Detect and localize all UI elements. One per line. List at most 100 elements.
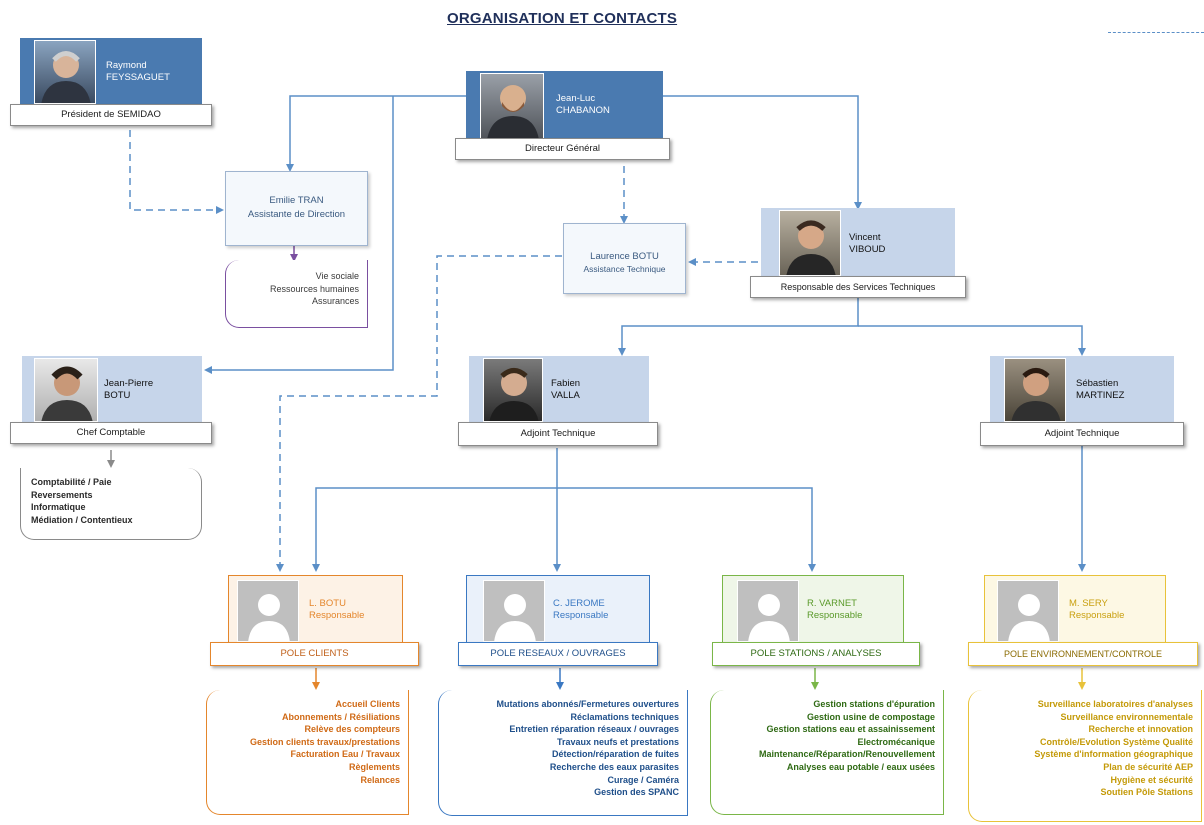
- assistant-tech-box: Laurence BOTU Assistance Technique: [563, 223, 686, 294]
- adjoint2-first-name: Sébastien: [1076, 378, 1119, 389]
- adjoint1-role: Adjoint Technique: [458, 422, 658, 446]
- task-item: Règlements: [348, 761, 400, 772]
- tech-head-role: Responsable des Services Techniques: [750, 276, 966, 298]
- president-last-name: FEYSSAGUET: [106, 72, 170, 83]
- pole-clients-tasks: Accueil Clients Abonnements / Résiliatio…: [206, 690, 409, 815]
- pole-stations-manager-name: R. VARNET: [807, 598, 857, 609]
- placeholder-avatar-icon: [237, 580, 299, 642]
- adjoint1-photo: [483, 358, 543, 422]
- task-item: Hygiène et sécurité: [1110, 774, 1193, 785]
- director-card: Jean-Luc CHABANON: [466, 71, 663, 141]
- task-item: Travaux neufs et prestations: [556, 736, 679, 747]
- pole-reseaux-manager-name: C. JEROME: [553, 598, 605, 609]
- pole-stations-card: R. VARNET Responsable: [722, 575, 904, 647]
- task-item: Mutations abonnés/Fermetures ouvertures: [496, 699, 679, 709]
- pole-env-manager-role: Responsable: [1069, 610, 1125, 621]
- task-item: Curage / Caméra: [607, 774, 679, 785]
- task-item: Vie sociale: [315, 271, 359, 281]
- task-item: Soutien Pôle Stations: [1100, 787, 1193, 798]
- director-role: Directeur Général: [455, 138, 670, 160]
- task-item: Plan de sécurité AEP: [1103, 761, 1193, 772]
- assistant-tech-role: Assistance Technique: [583, 264, 666, 274]
- tech-head-first-name: Vincent: [849, 232, 881, 243]
- adjoint1-first-name: Fabien: [551, 378, 581, 389]
- pole-clients-label: POLE CLIENTS: [210, 642, 419, 666]
- pole-clients-manager-role: Responsable: [309, 610, 365, 621]
- top-divider: [1108, 32, 1204, 33]
- pole-stations-label: POLE STATIONS / ANALYSES: [712, 642, 920, 666]
- assistant-direction-box: Emilie TRAN Assistante de Direction: [225, 171, 368, 246]
- pole-reseaux-manager-role: Responsable: [553, 610, 609, 621]
- accountant-last-name: BOTU: [104, 390, 131, 401]
- director-photo: [480, 73, 544, 139]
- tech-head-photo: [779, 210, 841, 276]
- task-item: Ressources humaines: [269, 283, 359, 294]
- pole-reseaux-label: POLE RESEAUX / OUVRAGES: [458, 642, 658, 666]
- task-item: Surveillance environnementale: [1060, 711, 1193, 722]
- pole-reseaux-card: C. JEROME Responsable: [466, 575, 650, 647]
- tech-head-last-name: VIBOUD: [849, 244, 886, 255]
- assistant-direction-name: Emilie TRAN: [269, 195, 324, 206]
- task-item: Comptabilité / Paie: [31, 477, 112, 487]
- task-item: Reversements: [31, 489, 93, 500]
- director-last-name: CHABANON: [556, 105, 610, 116]
- adjoint2-photo: [1004, 358, 1066, 422]
- task-item: Gestion usine de compostage: [806, 711, 935, 722]
- president-first-name: Raymond: [106, 60, 147, 71]
- assistant-direction-role: Assistante de Direction: [247, 209, 346, 220]
- task-item: Relances: [360, 774, 400, 785]
- task-item: Maintenance/Réparation/Renouvellement: [758, 749, 935, 760]
- task-item: Surveillance laboratoires d'analyses: [1037, 699, 1193, 709]
- adjoint1-card: Fabien VALLA: [469, 356, 649, 424]
- task-item: Abonnements / Résiliations: [281, 711, 400, 722]
- task-item: Gestion clients travaux/prestations: [249, 736, 400, 747]
- accountant-role: Chef Comptable: [10, 422, 212, 444]
- assistant-direction-tasks: Vie sociale Ressources humaines Assuranc…: [225, 260, 368, 328]
- assistant-tech-name: Laurence BOTU: [590, 251, 659, 262]
- president-photo: [34, 40, 96, 104]
- task-item: Assurances: [311, 296, 359, 307]
- task-item: Relève des compteurs: [304, 724, 400, 735]
- adjoint2-last-name: MARTINEZ: [1076, 390, 1125, 401]
- pole-clients-card: L. BOTU Responsable: [228, 575, 403, 647]
- task-item: Recherche des eaux parasites: [549, 761, 679, 772]
- task-item: Facturation Eau / Travaux: [290, 749, 400, 760]
- task-item: Détection/réparation de fuites: [551, 749, 679, 760]
- placeholder-avatar-icon: [483, 580, 545, 642]
- pole-env-label: POLE ENVIRONNEMENT/CONTROLE: [968, 642, 1198, 666]
- president-role: Président de SEMIDAO: [10, 104, 212, 126]
- task-item: Gestion stations eau et assainissement: [766, 724, 935, 735]
- accountant-card: Jean-Pierre BOTU: [22, 356, 202, 424]
- pole-env-tasks: Surveillance laboratoires d'analyses Sur…: [968, 690, 1202, 822]
- task-item: Analyses eau potable / eaux usées: [786, 761, 935, 772]
- accountant-tasks: Comptabilité / Paie Reversements Informa…: [20, 468, 202, 540]
- task-item: Médiation / Contentieux: [31, 514, 133, 525]
- task-item: Electromécanique: [857, 736, 935, 747]
- task-item: Gestion stations d'épuration: [813, 699, 935, 709]
- pole-reseaux-tasks: Mutations abonnés/Fermetures ouvertures …: [438, 690, 688, 816]
- pole-stations-manager-role: Responsable: [807, 610, 863, 621]
- adjoint2-role: Adjoint Technique: [980, 422, 1184, 446]
- tech-head-card: Vincent VIBOUD: [761, 208, 955, 278]
- placeholder-avatar-icon: [997, 580, 1059, 642]
- task-item: Accueil Clients: [335, 699, 400, 709]
- pole-env-manager-name: M. SERY: [1069, 598, 1108, 609]
- task-item: Recherche et innovation: [1088, 724, 1193, 735]
- pole-stations-tasks: Gestion stations d'épuration Gestion usi…: [710, 690, 944, 815]
- accountant-photo: [34, 358, 98, 422]
- task-item: Entretien réparation réseaux / ouvrages: [509, 724, 679, 735]
- task-item: Système d'information géographique: [1034, 749, 1193, 760]
- placeholder-avatar-icon: [737, 580, 799, 642]
- director-first-name: Jean-Luc: [556, 93, 596, 104]
- president-card: Raymond FEYSSAGUET: [20, 38, 202, 106]
- pole-clients-manager-name: L. BOTU: [309, 598, 346, 609]
- adjoint2-card: Sébastien MARTINEZ: [990, 356, 1174, 424]
- task-item: Réclamations techniques: [570, 711, 679, 722]
- page-title: ORGANISATION ET CONTACTS: [447, 10, 678, 27]
- task-item: Informatique: [31, 502, 86, 513]
- accountant-first-name: Jean-Pierre: [104, 378, 154, 389]
- task-item: Contrôle/Evolution Système Qualité: [1039, 736, 1193, 747]
- adjoint1-last-name: VALLA: [551, 390, 580, 401]
- pole-env-card: M. SERY Responsable: [984, 575, 1166, 647]
